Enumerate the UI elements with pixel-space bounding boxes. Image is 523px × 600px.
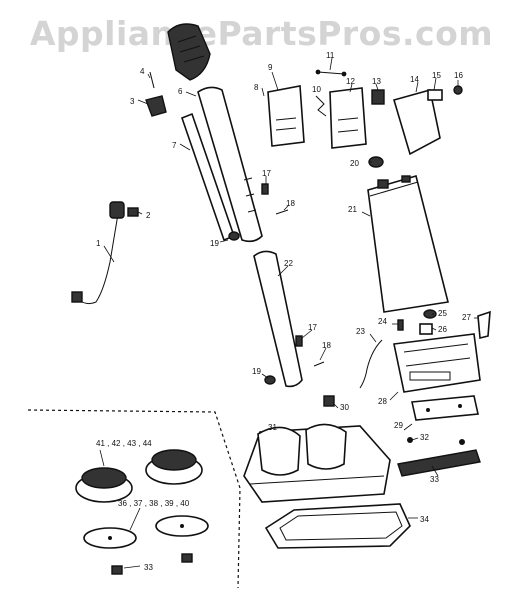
label-8: 8 (254, 83, 259, 92)
label-27: 27 (462, 313, 471, 322)
label-21: 21 (348, 205, 357, 214)
label-26: 26 (438, 325, 447, 334)
label-10: 10 (312, 85, 321, 94)
label-14: 14 (410, 75, 419, 84)
label-33b: 33 (144, 563, 153, 572)
part-cord-clip (127, 207, 139, 217)
part-screw-18b (313, 361, 325, 367)
part-screws-32 (407, 437, 465, 445)
label-9: 9 (268, 63, 273, 72)
part-pad-left (83, 527, 137, 549)
label-33a: 33 (430, 475, 439, 484)
label-brush-group: 41 , 42 , 43 , 44 (96, 439, 152, 448)
watermark-text: AppliancePartsPros.com (29, 14, 494, 53)
part-power-cord (71, 201, 125, 305)
part-base-housing (243, 423, 391, 503)
label-29: 29 (394, 421, 403, 430)
label-34: 34 (420, 515, 429, 524)
label-6: 6 (178, 87, 183, 96)
part-brush-right (145, 449, 203, 485)
label-25: 25 (438, 309, 447, 318)
part-fitting-26 (419, 323, 433, 335)
label-12: 12 (346, 77, 355, 86)
part-brush-strip-33 (397, 449, 481, 477)
part-upper-handle-tube (197, 86, 263, 243)
part-screw-18a (275, 209, 289, 215)
label-4: 4 (140, 67, 145, 76)
part-labels: 1 2 3 4 6 7 8 9 10 11 12 13 14 15 16 17 … (96, 51, 471, 572)
part-brush-left (75, 467, 133, 503)
label-23: 23 (356, 327, 365, 336)
part-screw-19a (228, 231, 240, 241)
label-15: 15 (432, 71, 441, 80)
label-28: 28 (378, 397, 387, 406)
label-pad-group: 36 , 37 , 38 , 39 , 40 (118, 499, 190, 508)
label-3: 3 (130, 97, 135, 106)
part-plate-29 (411, 395, 479, 421)
part-top-cover-14 (393, 89, 441, 156)
part-bumper-34 (264, 503, 411, 549)
label-11: 11 (326, 51, 335, 60)
part-hose-23 (359, 339, 383, 389)
part-screw-17b (295, 335, 303, 347)
label-13: 13 (372, 77, 381, 86)
label-17b: 17 (308, 323, 317, 332)
part-bracket-12 (329, 87, 367, 149)
label-18b: 18 (322, 341, 331, 350)
label-17a: 17 (262, 169, 271, 178)
label-24: 24 (378, 317, 387, 326)
part-lower-handle-tube (253, 250, 303, 388)
label-32: 32 (420, 433, 429, 442)
part-pin-11 (315, 69, 347, 77)
part-lever-27 (477, 310, 491, 340)
label-7: 7 (172, 141, 177, 150)
part-screw-4 (149, 71, 155, 89)
part-screw-17a (261, 183, 269, 195)
label-22: 22 (284, 259, 293, 268)
part-washer-35 (111, 553, 193, 575)
label-19a: 19 (210, 239, 219, 248)
part-knob-15 (427, 89, 443, 101)
part-nut-20 (368, 156, 384, 168)
part-handle-grip (167, 23, 211, 81)
part-bearing-30 (323, 395, 335, 407)
part-screw-16 (453, 85, 463, 95)
part-main-housing (367, 175, 449, 313)
label-20: 20 (350, 159, 359, 168)
part-switch-13 (371, 89, 385, 105)
leader-lines (99, 57, 478, 569)
label-30: 30 (340, 403, 349, 412)
part-switch-clip (145, 95, 167, 117)
part-spring-10 (315, 95, 327, 117)
label-1: 1 (96, 239, 101, 248)
label-31: 31 (268, 423, 277, 432)
part-screw-24 (397, 319, 404, 331)
label-2: 2 (146, 211, 151, 220)
part-pad-right (155, 515, 209, 537)
part-bushing-25 (423, 309, 437, 319)
part-motor-base-28 (393, 333, 481, 393)
part-switch-housing (267, 85, 305, 147)
label-19b: 19 (252, 367, 261, 376)
label-16: 16 (454, 71, 463, 80)
label-18a: 18 (286, 199, 295, 208)
